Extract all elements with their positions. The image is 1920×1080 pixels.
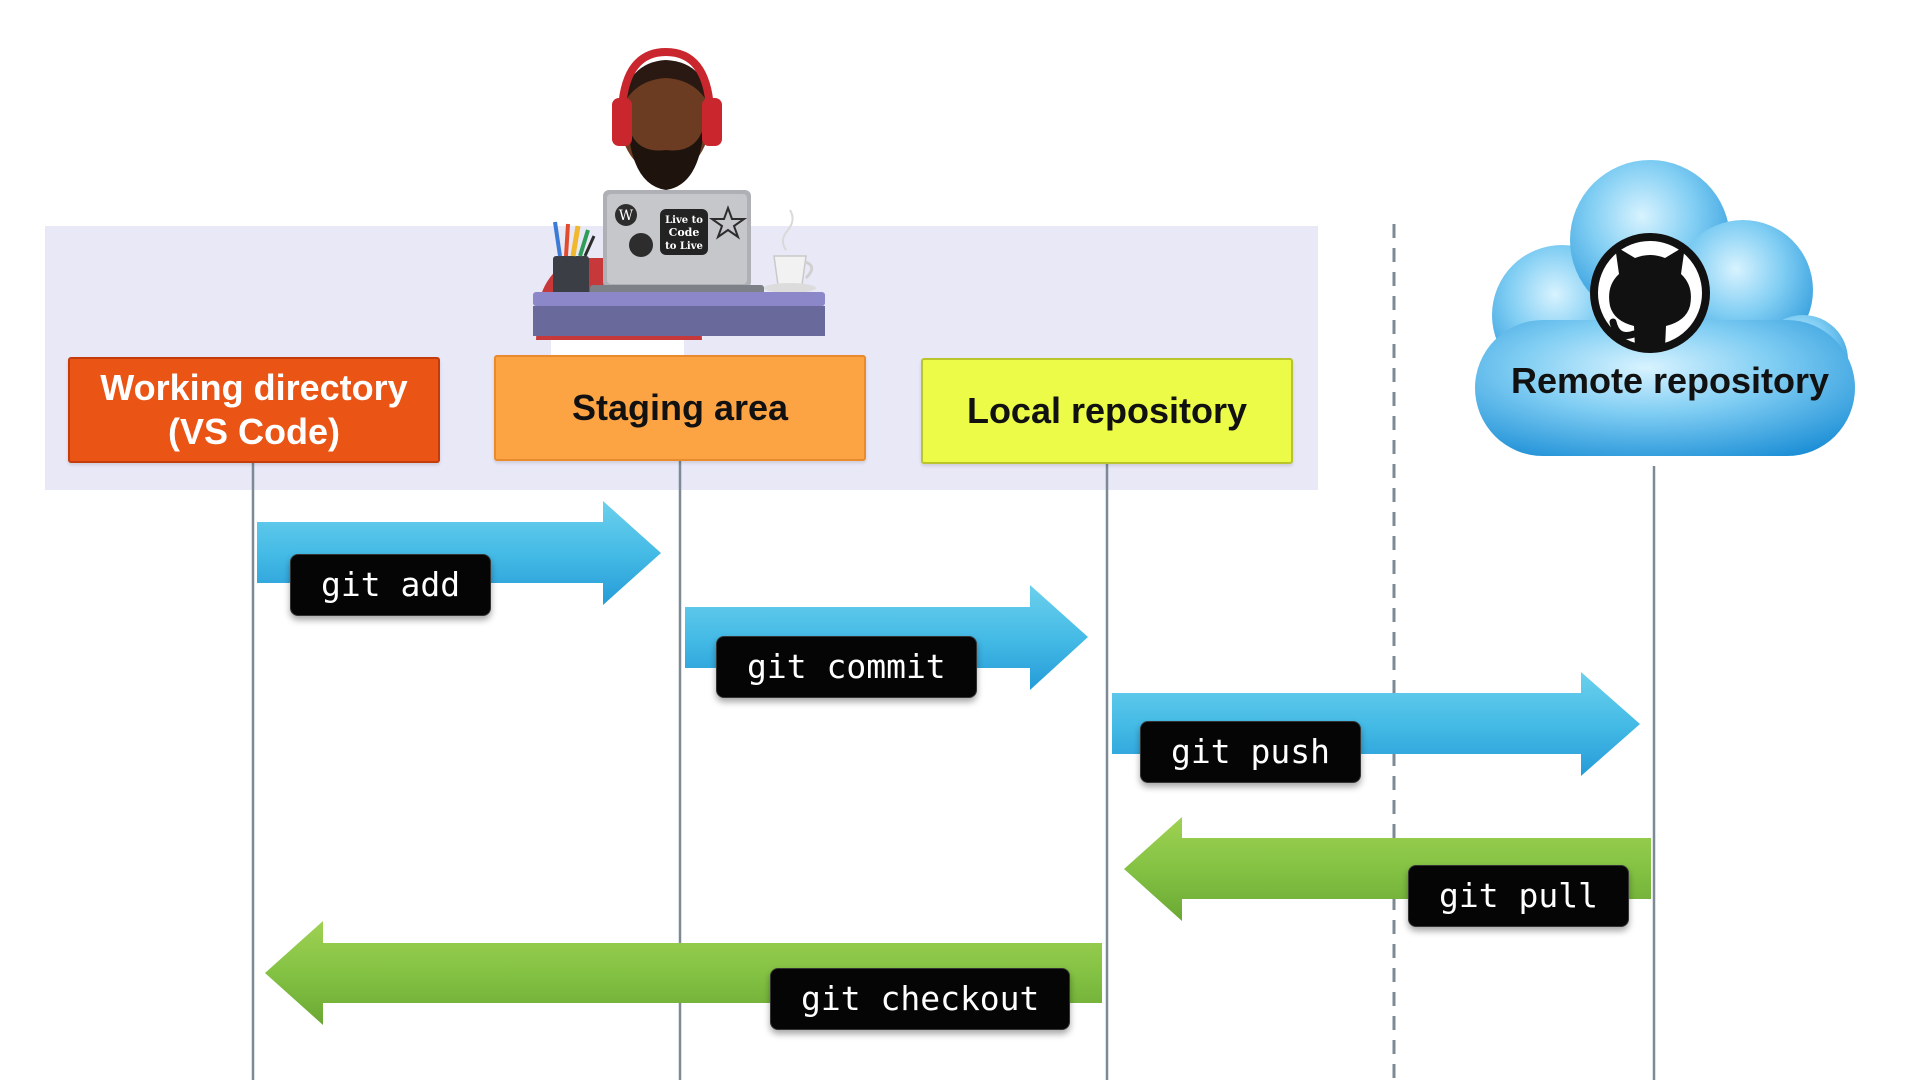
working-directory-box: Working directory (VS Code) xyxy=(68,357,440,463)
svg-text:Code: Code xyxy=(669,226,700,239)
svg-text:W: W xyxy=(619,208,634,224)
svg-text:Live to: Live to xyxy=(665,215,703,226)
git-commit-label: git commit xyxy=(716,636,977,698)
git-push-label: git push xyxy=(1140,721,1361,783)
staging-area-box: Staging area xyxy=(494,355,866,461)
git-pull-label: git pull xyxy=(1408,865,1629,927)
local-repository-box: Local repository xyxy=(921,358,1293,464)
svg-text:to Live: to Live xyxy=(665,241,703,252)
git-add-label: git add xyxy=(290,554,492,616)
github-octocat-icon xyxy=(1590,233,1710,353)
remote-cloud xyxy=(1465,150,1865,466)
remote-repository-label: Remote repository xyxy=(1510,360,1830,401)
git-checkout-label: git checkout xyxy=(770,968,1071,1030)
